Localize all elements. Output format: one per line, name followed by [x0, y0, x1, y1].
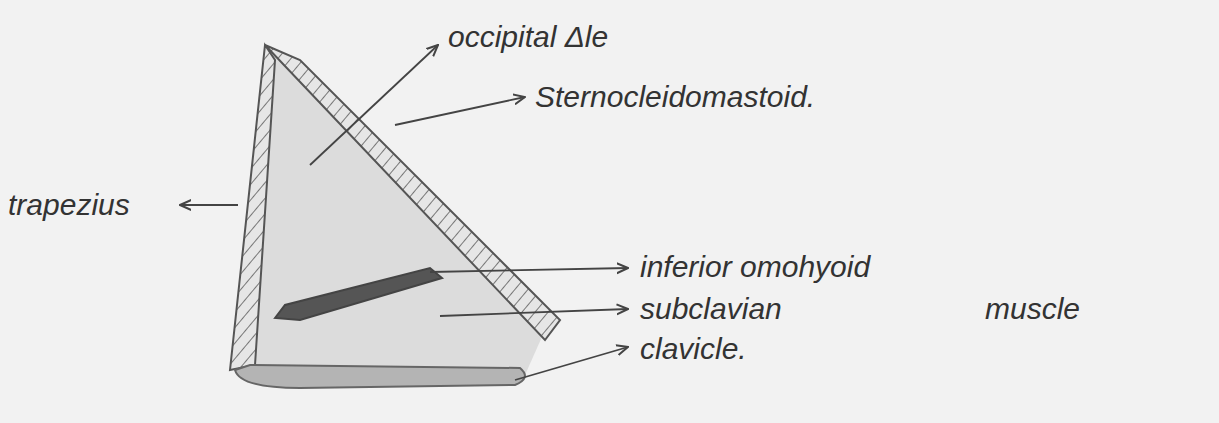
leader-line	[515, 347, 628, 380]
leader-line	[180, 204, 238, 206]
leader-line	[440, 309, 628, 316]
omohyoid-band	[275, 268, 442, 320]
muscle-label: trapezius	[8, 190, 130, 220]
sternocleidomastoid-band	[265, 45, 560, 340]
muscle-label: inferior omohyoid	[640, 252, 870, 282]
clavicle-band	[235, 365, 525, 388]
triangle-floor	[240, 45, 545, 375]
region-label: subclavian	[640, 294, 782, 324]
leader-line	[310, 45, 438, 165]
leader-line	[395, 97, 525, 125]
muscle-label: muscle	[985, 294, 1080, 324]
trapezius-band	[230, 45, 275, 370]
muscle-label: Sternocleidomastoid.	[535, 82, 815, 112]
leader-line	[430, 268, 628, 272]
bone-label: clavicle.	[640, 334, 747, 364]
region-label: occipital Δle	[448, 22, 608, 52]
